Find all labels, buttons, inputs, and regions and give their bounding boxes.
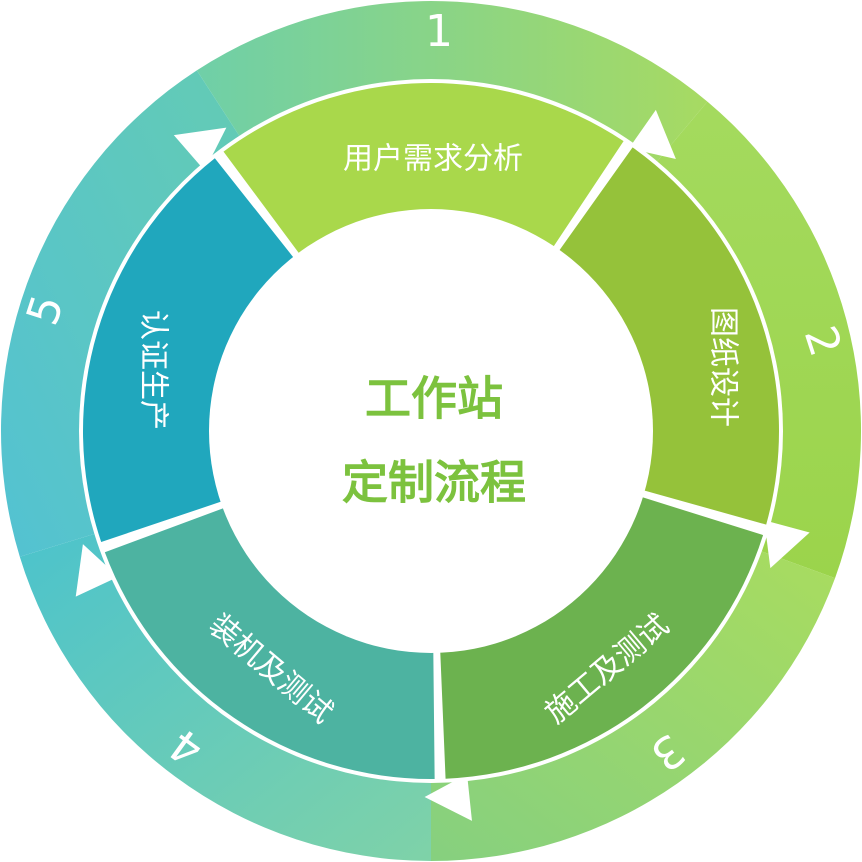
step-1-number: 1 xyxy=(425,6,453,57)
ring-arrows xyxy=(75,109,810,821)
outer-ring-segment-2 xyxy=(654,101,861,579)
step-2-label: 图纸设计 xyxy=(706,307,741,427)
center-circle xyxy=(209,209,653,653)
outer-ring-segment-5 xyxy=(1,70,242,557)
segment-certification-production xyxy=(82,158,295,542)
segment-requirement-analysis xyxy=(223,83,624,255)
arrow-head-4-to-5 xyxy=(75,544,119,597)
arrow-head-5-to-1 xyxy=(173,127,227,171)
arrow-head-2-to-3 xyxy=(764,520,810,569)
arrow-head-1-to-2 xyxy=(628,109,676,160)
arrow-head-3-to-4 xyxy=(424,774,472,821)
segment-construction-testing xyxy=(440,496,764,779)
center-title-line-1: 工作站 xyxy=(365,372,503,426)
outer-ring-segment-4 xyxy=(19,532,432,861)
segment-assembly-testing xyxy=(104,507,435,779)
center-title-line-2: 定制流程 xyxy=(342,456,526,510)
inner-segments xyxy=(82,83,780,779)
outer-ring-segment-3 xyxy=(431,550,836,861)
segment-drawing-design xyxy=(558,147,780,525)
step-1-label: 用户需求分析 xyxy=(343,142,523,177)
step-5-label: 认证生产 xyxy=(136,310,171,430)
